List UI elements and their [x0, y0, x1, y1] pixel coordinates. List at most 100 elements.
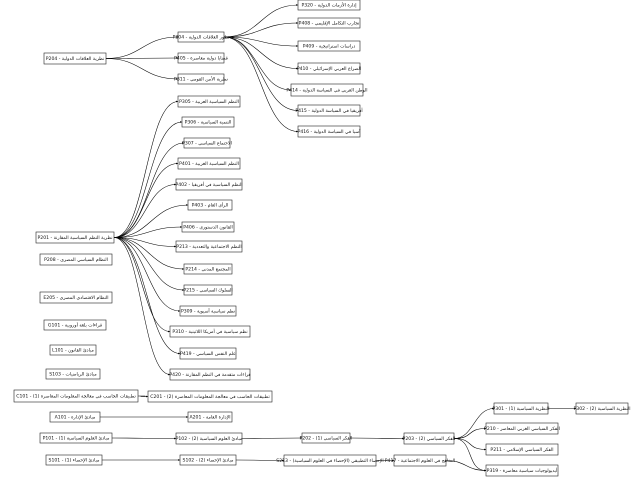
node-a101[interactable]: A101 - مبادئ الإدارة	[49, 411, 101, 423]
node-p403[interactable]: P403 - الرأي العام	[187, 199, 233, 211]
node-box	[39, 432, 113, 444]
node-box	[297, 0, 361, 11]
node-p211[interactable]: P211 - الفكر السياسي الإسلامي	[485, 443, 559, 456]
node-label: P101 - مبادئ العلوم السياسية (1)	[43, 436, 110, 442]
node-p406[interactable]: P406 - القانون الدستوري	[181, 221, 235, 233]
node-box	[297, 40, 361, 52]
node-p419[interactable]: P419 - علم النفس السياسي	[179, 347, 237, 360]
node-label: P305 - النظم السياسية العربية	[179, 99, 239, 105]
node-label: S103 - مبادئ الرياضيات	[49, 372, 97, 378]
node-label: P320 - إدارة الأزمات الدولية	[301, 2, 357, 9]
node-s101[interactable]: S101 - مبادئ الإحصاء (1)	[45, 454, 103, 466]
edge-p201-p215	[113, 237, 185, 291]
node-s213[interactable]: S213 - الإحصاء التطبيقي (الإحصاء في العل…	[276, 454, 384, 467]
node-p208[interactable]: P208 - النظام السياسي المصري	[39, 253, 113, 266]
edge-p204-p311	[105, 58, 179, 80]
node-s102[interactable]: S102 - مبادئ الإحصاء (2)	[179, 454, 237, 466]
edge-p202-p203	[349, 437, 405, 440]
node-p302[interactable]: P302 - النظرية السياسية (2)	[574, 402, 631, 415]
node-label: P307 - الاجتماع السياسي	[182, 141, 232, 147]
node-g101[interactable]: G101 - قراءات بلغة أوروبية	[43, 319, 107, 331]
node-p215[interactable]: P215 - السلوك السياسي	[183, 284, 233, 296]
edge-p304-p416	[223, 36, 299, 133]
node-label: P306 - التنمية السياسية	[185, 120, 232, 126]
node-p415[interactable]: P415 - أفريقيا في السياسة الدولية	[295, 104, 363, 117]
edge-p201-p305	[113, 100, 179, 238]
node-label: P406 - القانون الدستوري	[183, 225, 233, 231]
node-p410[interactable]: P410 - الصراع العربي الإسرائيلي	[297, 62, 361, 75]
node-label: P309 - نظم سياسية آسيوية	[181, 309, 235, 315]
node-s103[interactable]: S103 - مبادئ الرياضيات	[45, 368, 101, 380]
node-p101[interactable]: P101 - مبادئ العلوم السياسية (1)	[39, 432, 113, 444]
node-p417[interactable]: P417 - المناهج في العلوم الاجتماعية	[385, 454, 455, 467]
node-label: G101 - قراءات بلغة أوروبية	[48, 322, 102, 329]
node-c101[interactable]: C101 - تطبيقات الحاسب في معالجة المعلوما…	[13, 389, 139, 403]
edge-c101-c201	[137, 395, 149, 398]
node-p401[interactable]: P401 - النظم السياسية الغربية	[177, 157, 241, 170]
node-p310[interactable]: P310 - نظم سياسية في أمريكا اللاتينية	[169, 325, 251, 338]
edge-p304-p320	[223, 4, 299, 38]
node-p201[interactable]: P201 - نظرية النظم السياسية المقارنة	[35, 231, 115, 244]
edge-p201-p406	[113, 226, 183, 238]
node-box	[485, 464, 559, 477]
edge-p203-p319	[453, 438, 487, 472]
node-box	[283, 454, 377, 467]
node-p102[interactable]: P102 - مبادئ العلوم السياسية (2)	[176, 432, 243, 445]
node-label: P408 - تجارب التكامل الإقليمي	[299, 21, 360, 27]
node-p408[interactable]: P408 - تجارب التكامل الإقليمي	[297, 17, 361, 29]
node-p416[interactable]: P416 - آسيا في السياسة الدولية	[298, 125, 362, 138]
node-box	[177, 31, 225, 43]
node-label: A101 - مبادئ الإدارة	[55, 415, 96, 421]
node-c201[interactable]: C201 - تطبيقات الحاسب في معالجة المعلوما…	[147, 390, 273, 403]
node-box	[45, 368, 101, 380]
edge-p304-p408	[223, 22, 299, 38]
node-p304[interactable]: P304 - تطور العلاقات الدولية	[173, 31, 231, 43]
edge-p201-p402	[113, 183, 177, 238]
node-p210[interactable]: P210 - الفكر السياسي الغربي المعاصر	[484, 422, 560, 435]
node-box	[49, 411, 101, 423]
node-p202[interactable]: P202 - الفكر السياسي (1)	[300, 432, 353, 444]
node-box	[181, 116, 235, 128]
node-p319[interactable]: P319 - أيديولوجيات سياسية معاصرة	[485, 464, 559, 477]
edge-p201-p419	[113, 237, 181, 355]
node-p309[interactable]: P309 - نظم سياسية آسيوية	[179, 305, 237, 317]
node-p307[interactable]: P307 - الاجتماع السياسي	[182, 137, 232, 149]
edge-p201-p214	[113, 237, 185, 270]
node-p203[interactable]: P203 - الفكر السياسي (2)	[403, 432, 456, 445]
node-label: P201 - نظرية النظم السياسية المقارنة	[38, 235, 113, 241]
node-p311[interactable]: P311 - نظرية الأمن القومي	[174, 73, 228, 85]
node-p402[interactable]: P402 - النظم السياسية في أفريقيا	[175, 178, 243, 191]
node-box	[297, 104, 361, 117]
node-label: P401 - النظم السياسية الغربية	[179, 161, 239, 167]
node-label: P403 - الرأي العام	[192, 202, 229, 209]
node-p204[interactable]: P204 - نظرية العلاقات الدولية	[43, 52, 107, 65]
node-p420[interactable]: P420 - قراءات متقدمة في النظم المقارنة	[169, 368, 251, 381]
node-l101[interactable]: L101 - مبادئ القانون	[49, 344, 97, 356]
node-box	[179, 454, 237, 466]
node-a201[interactable]: A201 - الإدارة العامة	[187, 411, 233, 423]
node-box	[181, 221, 235, 233]
node-p409[interactable]: P409 - دراسات استراتيجية	[297, 40, 361, 52]
edge-s102-s213	[235, 459, 285, 462]
node-p405[interactable]: P405 - قضايا دولية معاصرة	[174, 52, 228, 64]
node-p301[interactable]: P301 - النظرية السياسية (1)	[493, 402, 550, 415]
node-p414[interactable]: P414 - الوطن العربي في السياسة الدولية	[286, 83, 368, 97]
node-label: C101 - تطبيقات الحاسب في معالجة المعلوما…	[16, 394, 136, 400]
node-label: P319 - أيديولوجيات سياسية معاصرة	[487, 467, 558, 474]
edge-p304-p410	[223, 36, 299, 70]
node-e205[interactable]: E205 - النظام الاقتصادي المصري	[39, 291, 113, 304]
node-label: P402 - النظم السياسية في أفريقيا	[175, 181, 242, 188]
node-box	[49, 344, 97, 356]
nodes-layer: P320 - إدارة الأزمات الدولية P408 - تجارب…	[13, 0, 631, 477]
node-box	[187, 199, 233, 211]
node-p213[interactable]: P213 - النظم الاجتماعية والتعددية	[175, 240, 243, 253]
node-p306[interactable]: P306 - التنمية السياسية	[181, 116, 235, 128]
node-label: P420 - قراءات متقدمة في النظم المقارنة	[169, 372, 250, 378]
node-label: A201 - الإدارة العامة	[189, 415, 230, 421]
node-p320[interactable]: P320 - إدارة الأزمات الدولية	[297, 0, 361, 11]
node-p305[interactable]: P305 - النظم السياسية العربية	[177, 95, 241, 108]
node-box	[393, 454, 447, 467]
node-p214[interactable]: P214 - المجتمع المدني	[183, 263, 233, 275]
node-box	[147, 390, 273, 403]
